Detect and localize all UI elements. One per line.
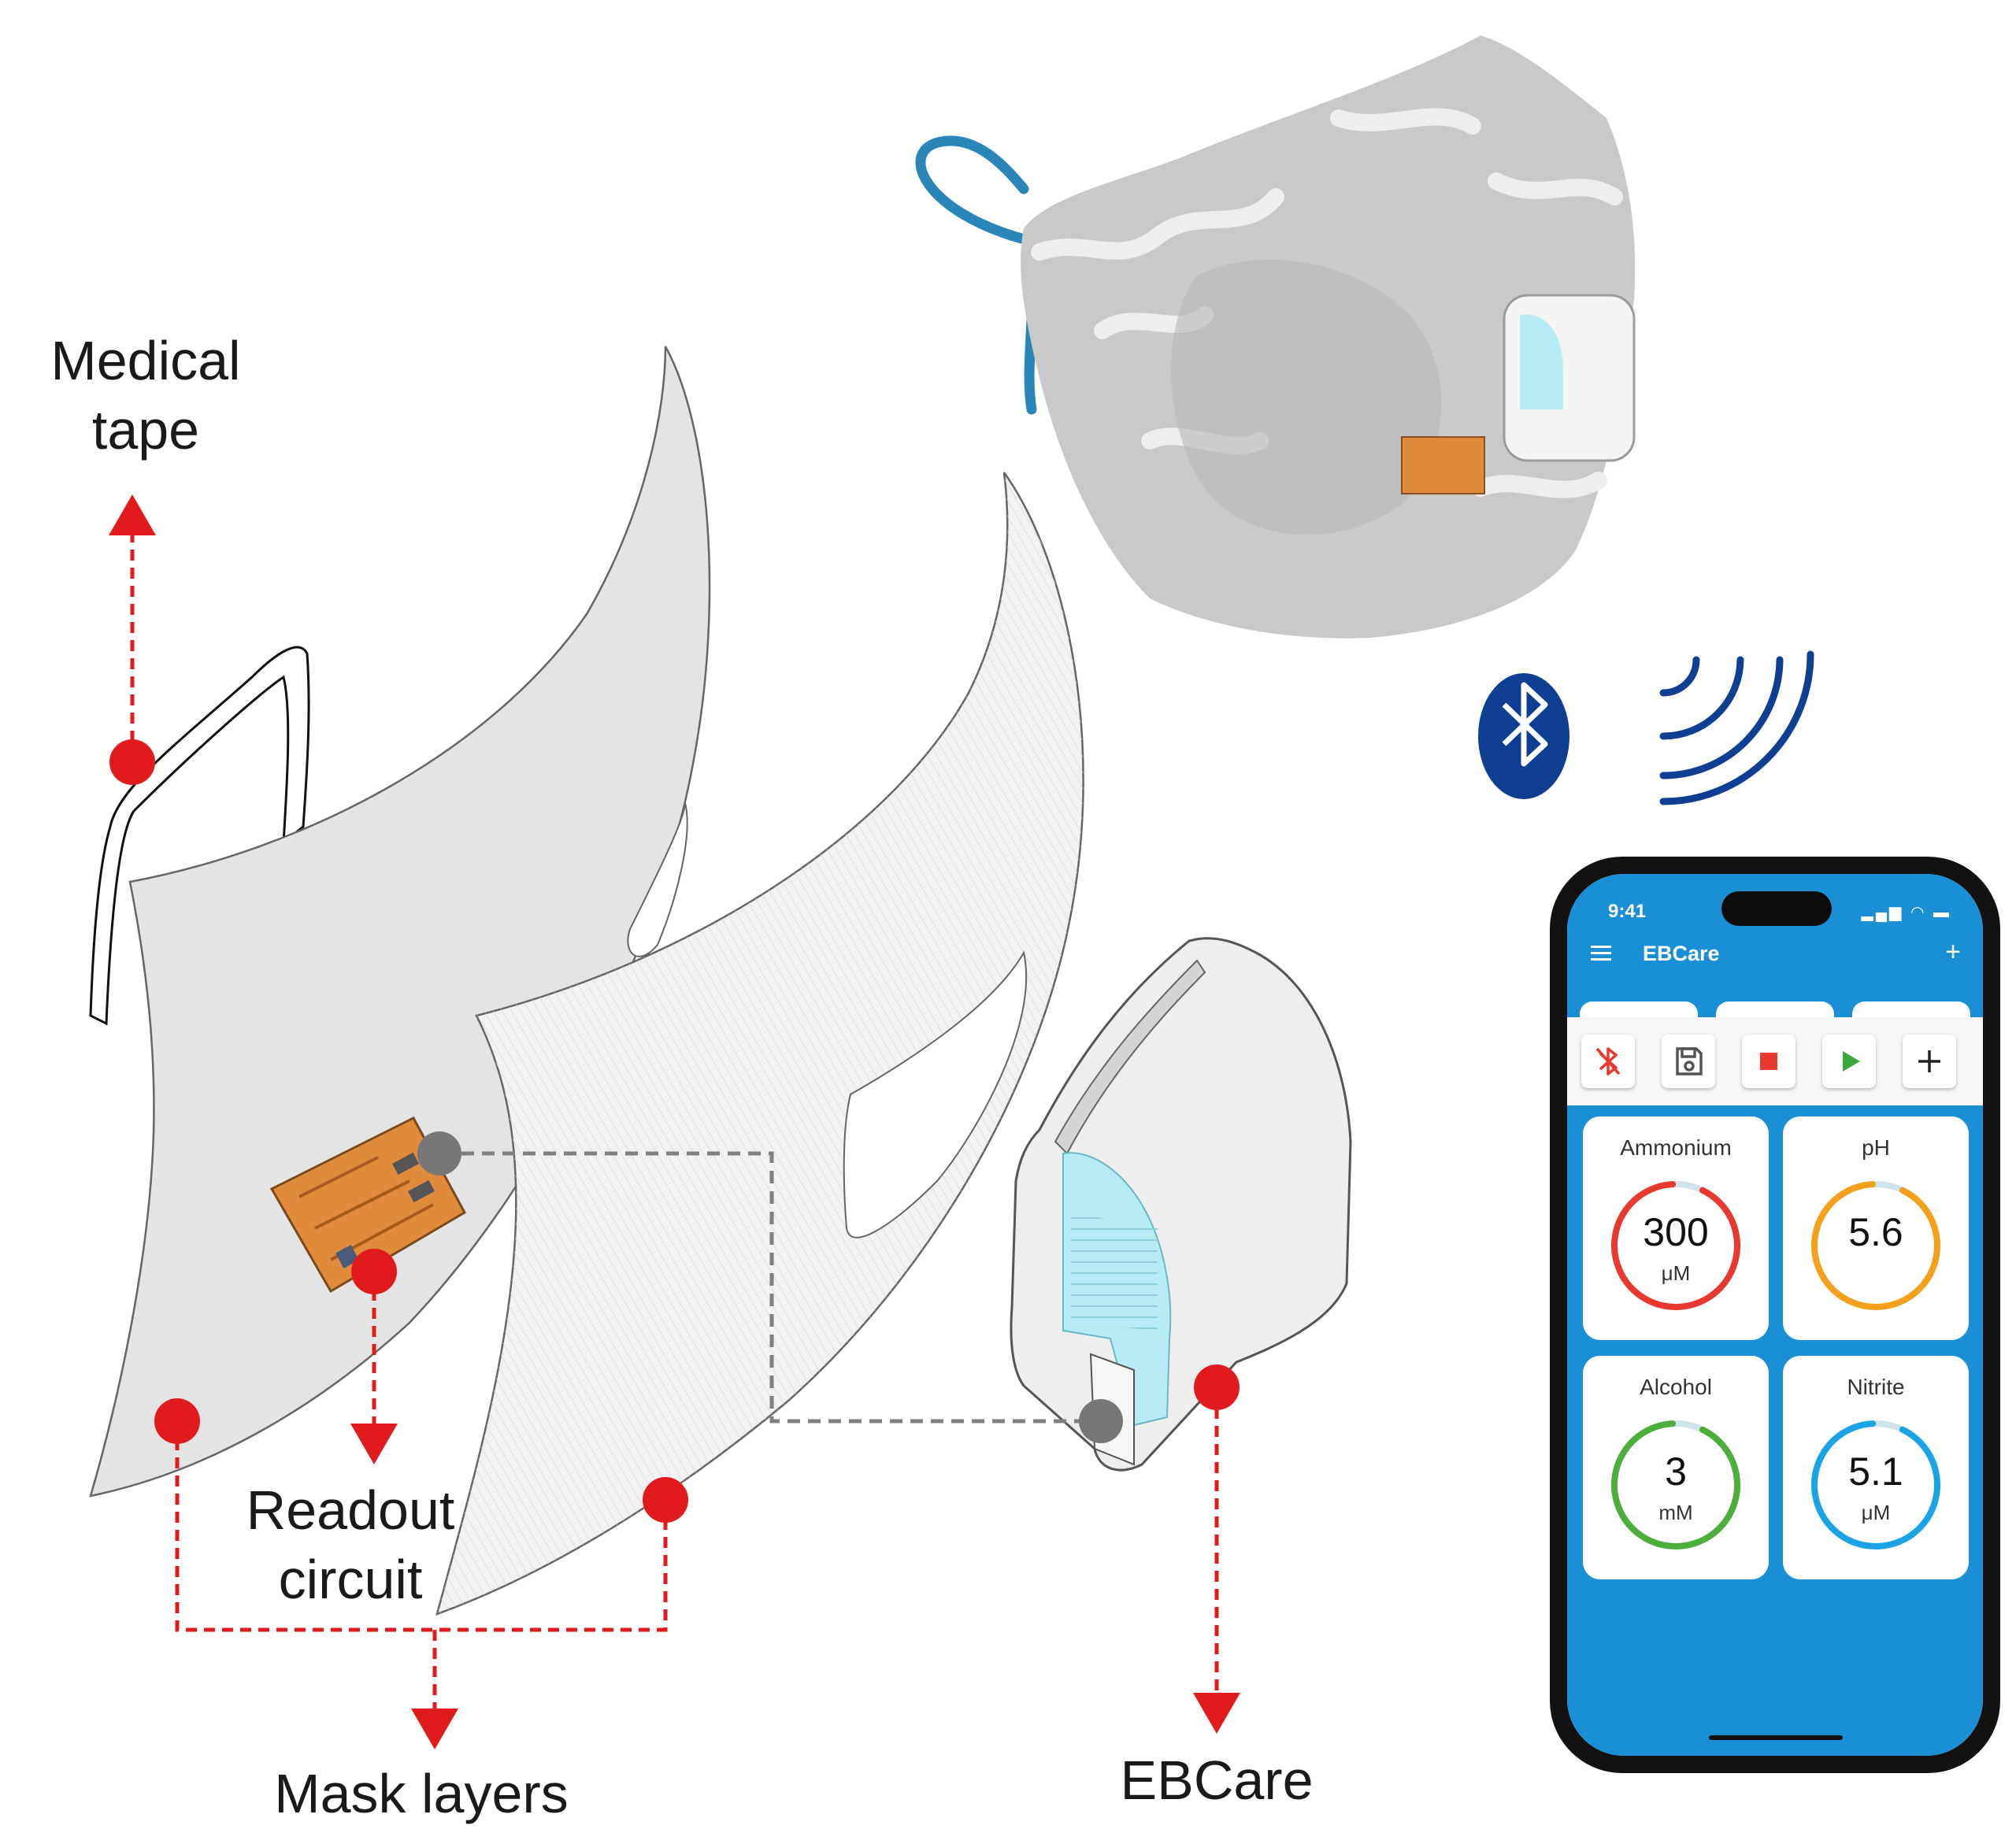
sensor-label: Nitrite xyxy=(1847,1375,1905,1399)
readout-arrowhead xyxy=(350,1424,398,1464)
sensor-value: 3 xyxy=(1665,1450,1687,1494)
gauge-arc xyxy=(1811,1420,1940,1549)
play-icon xyxy=(1843,1051,1860,1072)
hamburger-menu-icon[interactable] xyxy=(1591,945,1611,962)
ebcare-label: EBCare xyxy=(1120,1749,1314,1811)
readout-circuit-label-text: Readout circuit xyxy=(246,1479,455,1610)
gauge-ring xyxy=(1811,1181,1940,1310)
sensor-value: 300 xyxy=(1643,1210,1709,1254)
ear-loop xyxy=(915,135,1033,246)
bluetooth-off-button[interactable] xyxy=(1581,1035,1635,1088)
sensor-unit: μM xyxy=(1861,1501,1891,1524)
gauge-arc xyxy=(1611,1420,1740,1549)
readout-marker xyxy=(351,1249,397,1294)
medical-tape-label-text: Medical tape xyxy=(50,330,241,461)
save-icon xyxy=(1676,1047,1703,1076)
wireless-signal-icon xyxy=(1659,650,1814,805)
bluetooth-icon xyxy=(1478,673,1569,799)
phone-screen: 9:41 ▂▄▆ ◠ ▬ EBCare + xyxy=(1567,874,1983,1756)
sensor-cards: Ammonium 300 μM pH 5.6 Alcohol 3 mM Nitr… xyxy=(1567,1105,1983,1639)
mask-layer-front xyxy=(89,346,711,1498)
callout-markers xyxy=(109,494,1240,1749)
app-title: EBCare xyxy=(1643,942,1720,965)
mask-mottling xyxy=(1031,108,1623,498)
ebcare-marker xyxy=(1194,1364,1240,1410)
stop-icon xyxy=(1760,1053,1777,1070)
home-indicator xyxy=(1709,1735,1843,1740)
sensor-card-nitrite[interactable]: Nitrite 5.1 μM xyxy=(1783,1356,1969,1579)
tape-marker xyxy=(109,739,155,785)
tape-arrowhead xyxy=(109,494,156,535)
medical-tape xyxy=(89,646,310,1026)
stop-button[interactable] xyxy=(1742,1035,1796,1088)
mini-ebcare-window xyxy=(1520,314,1563,409)
smartphone: 9:41 ▂▄▆ ◠ ▬ EBCare + xyxy=(1550,857,2000,1773)
gauge-arc xyxy=(1611,1181,1740,1310)
mask-shadow xyxy=(1171,259,1442,535)
play-button[interactable] xyxy=(1822,1035,1876,1088)
status-time: 9:41 xyxy=(1608,901,1647,922)
assembled-mask xyxy=(915,35,1636,639)
mask-layer-back xyxy=(435,472,1084,1616)
mask-front-marker xyxy=(154,1398,200,1444)
gauge-ring xyxy=(1811,1420,1940,1549)
gauge-ring xyxy=(1611,1181,1740,1310)
add-icon xyxy=(1918,1050,1940,1072)
readout-circuit-label: Readout circuit xyxy=(220,1476,480,1614)
mask-back-marker xyxy=(643,1477,688,1523)
sensor-value: 5.6 xyxy=(1848,1210,1903,1254)
sensor-unit: μM xyxy=(1661,1261,1691,1285)
mask-arrowhead xyxy=(411,1709,458,1749)
header-add-icon[interactable]: + xyxy=(1945,937,1961,967)
gauge-ring xyxy=(1611,1420,1740,1549)
ebcare-device xyxy=(1010,937,1352,1472)
sensor-card-ammonium[interactable]: Ammonium 300 μM xyxy=(1583,1116,1769,1340)
ebcare-arrowhead xyxy=(1193,1693,1240,1734)
sensor-unit: mM xyxy=(1658,1501,1693,1524)
status-icons: ▂▄▆ ◠ ▬ xyxy=(1861,904,1951,921)
sensor-label: Ammonium xyxy=(1620,1135,1732,1160)
sensor-label: pH xyxy=(1862,1135,1890,1160)
gauge-arc xyxy=(1811,1181,1940,1310)
sensor-card-ph[interactable]: pH 5.6 xyxy=(1783,1116,1969,1340)
sensor-value: 5.1 xyxy=(1848,1450,1903,1494)
mask-layers-label: Mask layers xyxy=(274,1763,569,1824)
app-header: 9:41 ▂▄▆ ◠ ▬ EBCare + xyxy=(1567,874,1983,990)
bluetooth-off-icon xyxy=(1595,1047,1621,1076)
circuit-to-device-connector xyxy=(417,1131,1123,1443)
save-button[interactable] xyxy=(1662,1035,1715,1088)
sensor-card-alcohol[interactable]: Alcohol 3 mM xyxy=(1583,1356,1769,1579)
callouts xyxy=(130,535,1219,1712)
dynamic-island xyxy=(1721,891,1832,926)
mini-readout-circuit xyxy=(1401,436,1485,494)
medical-tape-label: Medical tape xyxy=(32,327,260,465)
sensor-label: Alcohol xyxy=(1640,1375,1712,1399)
control-toolbar xyxy=(1567,1017,1983,1105)
add-button[interactable] xyxy=(1903,1035,1956,1088)
